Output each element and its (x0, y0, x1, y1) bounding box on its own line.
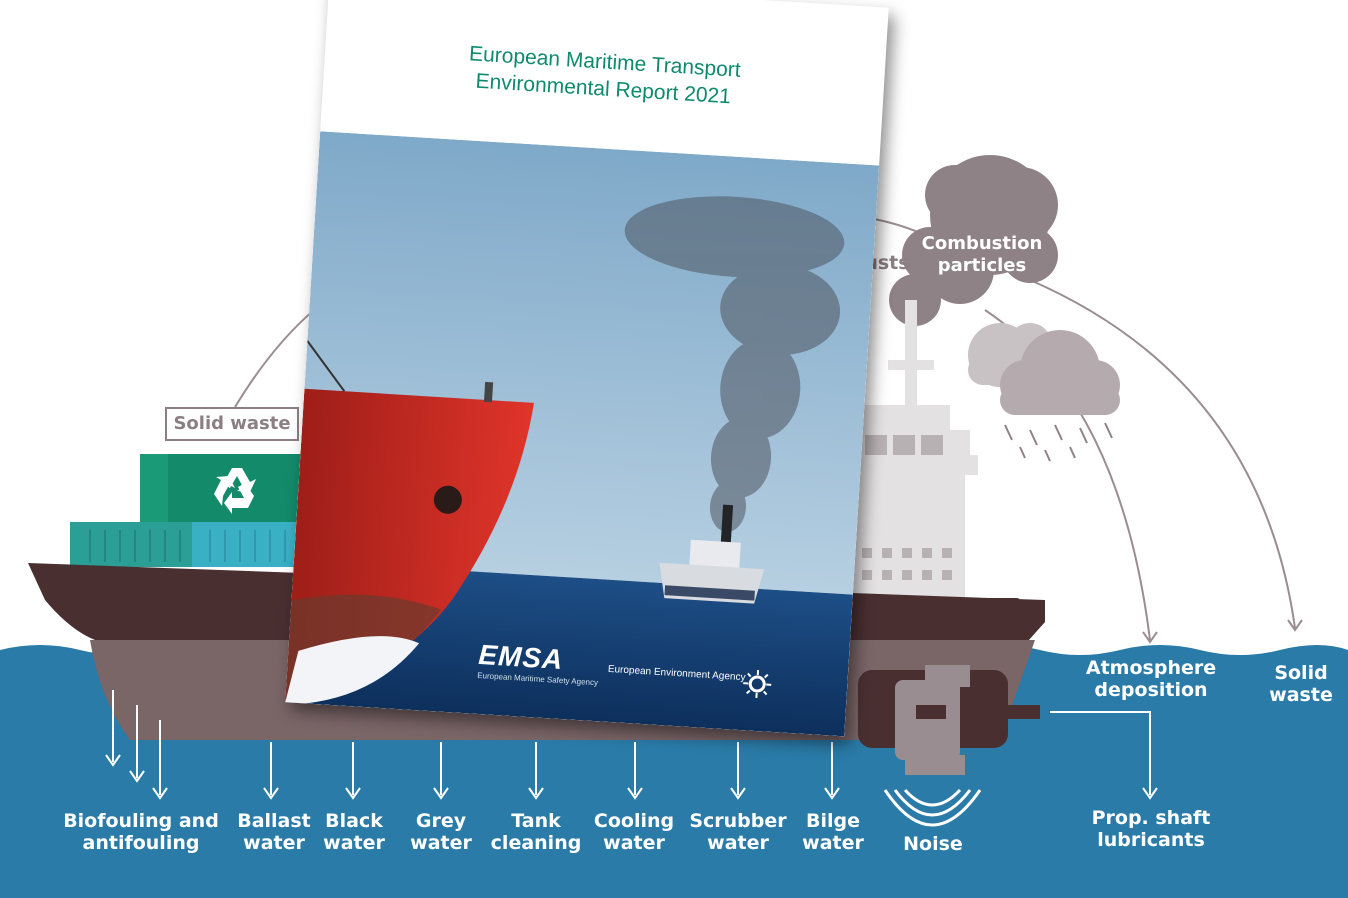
combustion-cloud (889, 155, 1058, 326)
emsa-logo: EMSA (477, 638, 565, 676)
discharge-arrows (105, 690, 840, 800)
cover-photo (285, 131, 880, 737)
grey-water-label: Grey water (410, 810, 472, 854)
cover-title: European Maritime Transport Environmenta… (468, 42, 742, 109)
distant-ship (659, 504, 765, 604)
combustion-particles-label: Combustion particles (921, 233, 1043, 276)
prop-arrow (1050, 711, 1151, 795)
ballast-water-label: Ballast water (237, 810, 311, 854)
biofouling-label: Biofouling and antifouling (63, 810, 219, 854)
black-water-label: Black water (323, 810, 385, 854)
engine-icon (858, 665, 1040, 775)
rain-cloud-front (1000, 330, 1120, 415)
report-cover: European Maritime Transport Environmenta… (285, 0, 889, 737)
solid-waste-box-label: Solid waste (165, 407, 299, 441)
container-teal (70, 522, 192, 567)
recycle-icon (214, 468, 256, 514)
rain-drops (1004, 422, 1113, 462)
prop-shaft-label: Prop. shaft lubricants (1091, 807, 1211, 851)
scrubber-water-label: Scrubber water (689, 810, 787, 854)
eea-logo-icon (743, 669, 772, 699)
cooling-water-label: Cooling water (593, 810, 675, 854)
noise-label: Noise (903, 833, 963, 855)
solid-waste-label: Solid waste (1269, 662, 1333, 706)
arc-solid (1029, 279, 1296, 629)
noise-icon (883, 788, 982, 827)
atmosphere-deposition-label: Atmosphere deposition (1085, 657, 1217, 701)
tank-cleaning-label: Tank cleaning (490, 810, 582, 854)
bilge-water-label: Bilge water (802, 810, 864, 854)
